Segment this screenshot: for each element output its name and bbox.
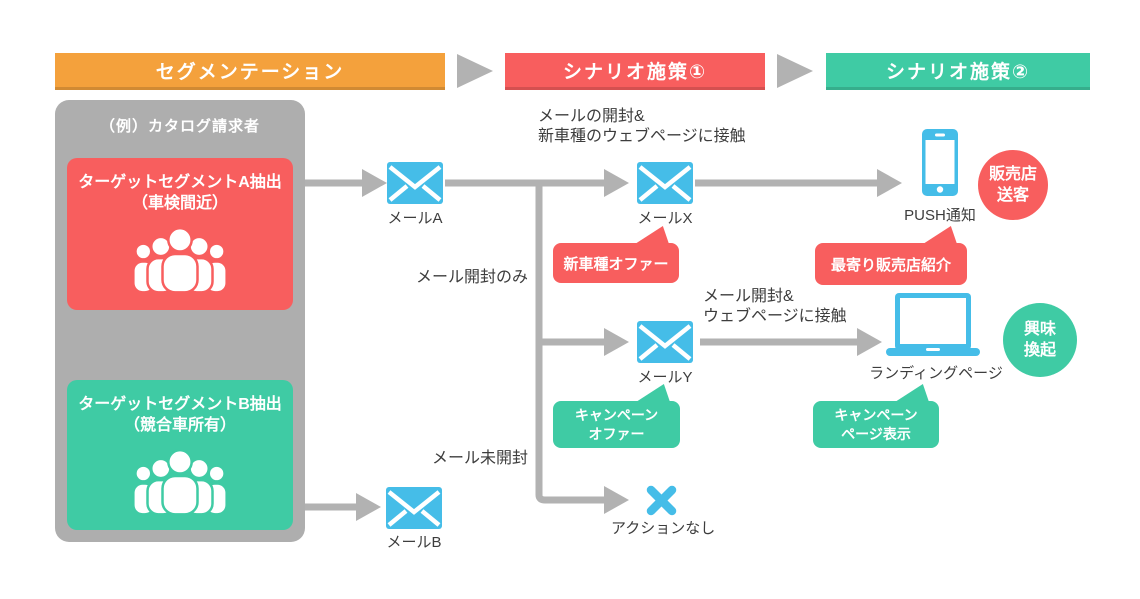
- campaign-page-line2: ページ表示: [841, 425, 911, 442]
- mail-x-envelope-icon: [637, 162, 693, 204]
- segment-b-box: ターゲットセグメントB抽出 （競合車所有）: [67, 380, 293, 530]
- right-arrow-icon: [457, 54, 493, 88]
- no-action-label: アクションなし: [611, 520, 716, 537]
- annotation-open-and-web: メール開封& ウェブページに接触: [703, 287, 847, 327]
- laptop-icon: [886, 293, 980, 358]
- landing-page-label: ランディングページ: [869, 365, 1003, 382]
- segment-b-line2: （競合車所有）: [123, 417, 236, 434]
- segmentation-panel-label: （例）カタログ請求者: [99, 118, 260, 135]
- mail-b-envelope-icon: [386, 487, 442, 529]
- annotation-open-and-web-line1: メール開封&: [703, 288, 794, 305]
- people-group-icon: [132, 448, 228, 516]
- header-scenario-1: シナリオ施策①: [505, 53, 765, 90]
- interest-arousal-circle: 興味 換起: [1003, 303, 1077, 377]
- mail-a-label: メールA: [387, 210, 443, 227]
- segment-b-line1: ターゲットセグメントB抽出: [78, 396, 282, 413]
- push-notification-label: PUSH通知: [904, 207, 976, 224]
- annotation-open-and-newcar-line2: 新車種のウェブページに接触: [538, 128, 746, 145]
- mail-y-envelope-icon: [637, 321, 693, 363]
- campaign-offer-line1: キャンペーン: [574, 406, 659, 423]
- annotation-open-and-newcar-line1: メールの開封&: [538, 108, 645, 125]
- mail-y-label: メールY: [637, 369, 693, 386]
- smartphone-icon: [922, 129, 958, 196]
- campaign-page-line1: キャンペーン: [834, 406, 918, 423]
- dealer-referral-circle: 販売店 送客: [978, 150, 1048, 220]
- header-segmentation: セグメンテーション: [55, 53, 445, 90]
- annotation-open-only: メール開封のみ: [415, 269, 528, 286]
- segment-a-line1: ターゲットセグメントA抽出: [78, 174, 282, 191]
- interest-arousal-line2: 換起: [1023, 342, 1056, 359]
- annotation-open-and-web-line2: ウェブページに接触: [703, 308, 847, 325]
- mail-x-label: メールX: [637, 210, 693, 227]
- mail-b-label: メールB: [386, 534, 442, 551]
- mail-a-envelope-icon: [387, 162, 443, 204]
- right-arrow-icon: [777, 54, 813, 88]
- campaign-offer-line2: オファー: [588, 425, 645, 442]
- segment-a-line2: （車検間近）: [131, 195, 228, 212]
- new-car-offer-bubble: 新車種オファー: [553, 226, 679, 283]
- segment-a-box: ターゲットセグメントA抽出 （車検間近）: [67, 158, 293, 310]
- campaign-page-bubble: キャンペーン ページ表示: [813, 384, 939, 448]
- annotation-open-and-newcar: メールの開封& 新車種のウェブページに接触: [538, 107, 746, 147]
- campaign-offer-bubble: キャンペーン オファー: [553, 384, 680, 448]
- annotation-unopened: メール未開封: [431, 450, 528, 467]
- people-group-icon: [132, 226, 228, 294]
- nearest-dealer-text: 最寄り販売店紹介: [830, 256, 951, 274]
- no-action-x-icon: [645, 484, 678, 517]
- nearest-dealer-bubble: 最寄り販売店紹介: [815, 226, 967, 285]
- header-scenario-2: シナリオ施策②: [826, 53, 1090, 90]
- dealer-referral-line2: 送客: [996, 187, 1029, 204]
- new-car-offer-text: 新車種オファー: [563, 255, 669, 273]
- dealer-referral-line1: 販売店: [988, 166, 1037, 183]
- interest-arousal-line1: 興味: [1023, 321, 1056, 338]
